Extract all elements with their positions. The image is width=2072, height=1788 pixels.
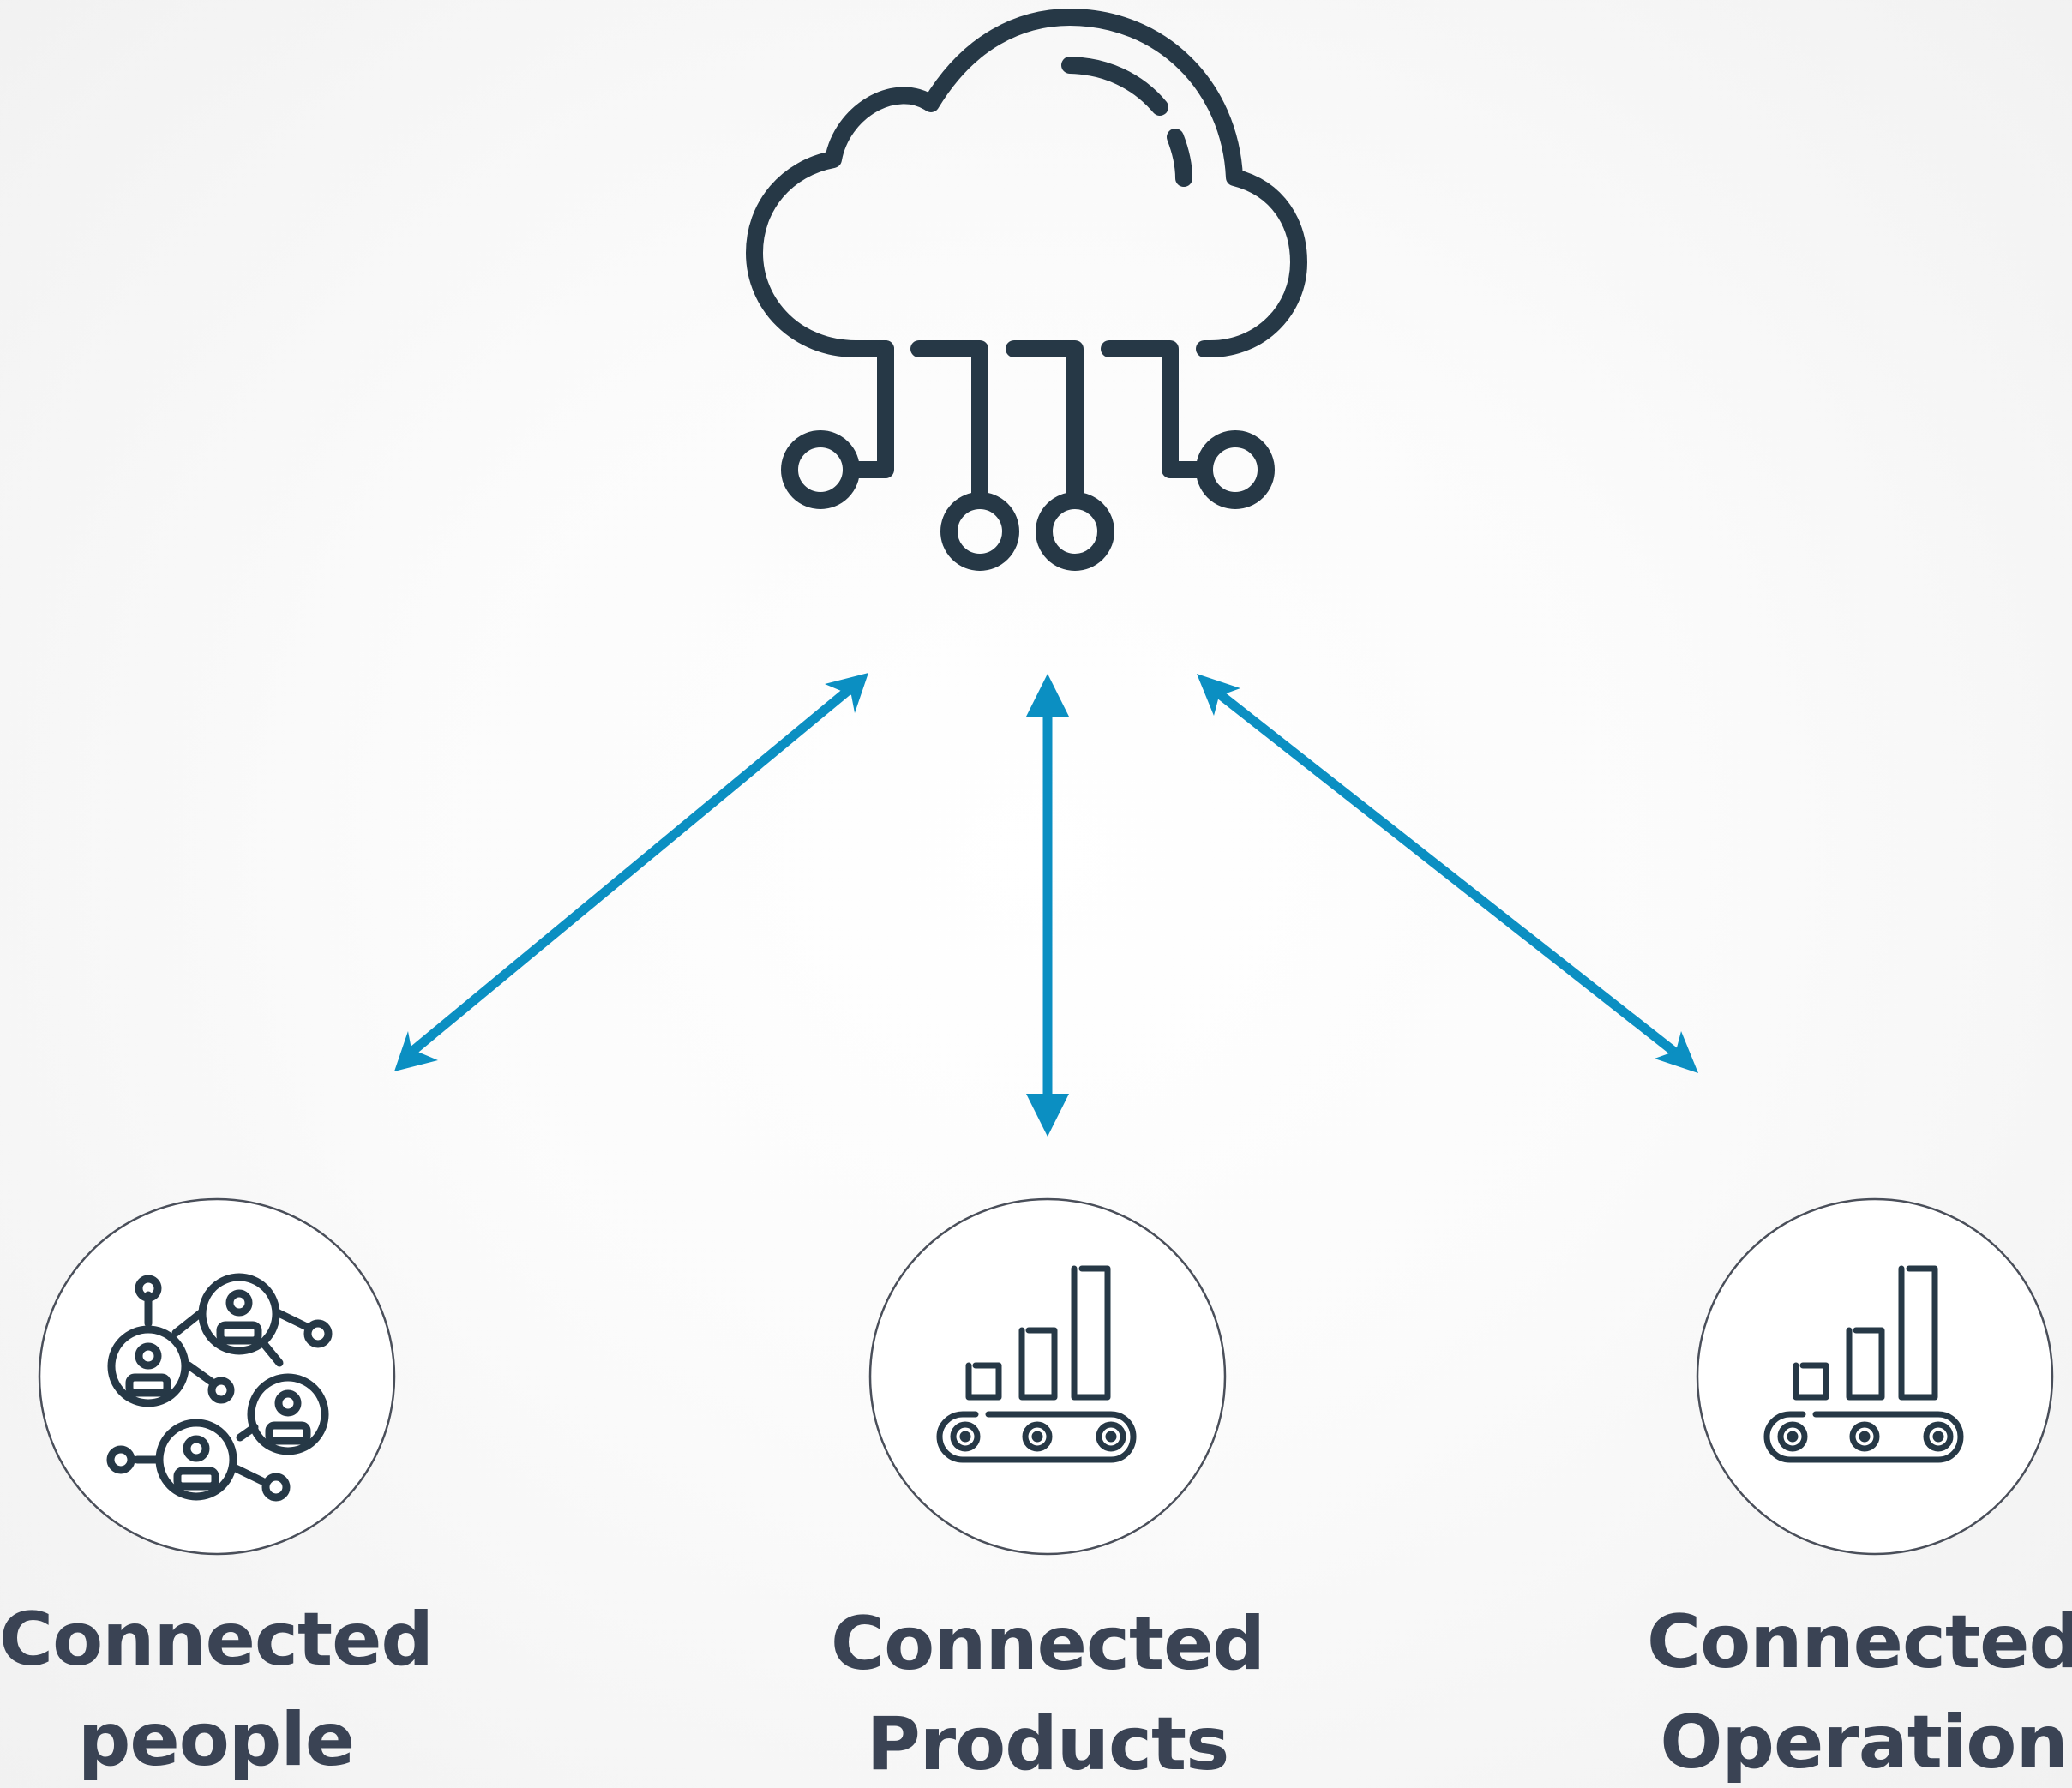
label-line-2: Operation	[1660, 1700, 2068, 1785]
label-line-2: Products	[866, 1701, 1230, 1787]
node-circle	[38, 1197, 396, 1556]
cloud-network-icon	[746, 9, 1307, 571]
connected-people-network-icon	[106, 1273, 333, 1502]
circuit-line-left	[849, 340, 894, 478]
node-connected-products	[868, 1197, 1227, 1556]
circuit-terminal-center-left	[940, 492, 1019, 571]
circuit-terminal-right	[1196, 430, 1275, 509]
connection-arrow-operation	[1197, 674, 1698, 1073]
label-line-1: Connected	[0, 1597, 434, 1683]
connection-arrow-products	[1026, 674, 1069, 1137]
node-label-people: Connected people	[0, 1590, 490, 1788]
conveyor-belt-bar-chart-icon	[1763, 1265, 1964, 1463]
node-circle	[868, 1197, 1227, 1556]
circuit-line-center-right	[1006, 340, 1084, 502]
circuit-terminal-center-right	[1036, 492, 1114, 571]
label-line-2: people	[77, 1697, 355, 1783]
node-connected-operation	[1696, 1197, 2054, 1556]
circuit-line-center-left	[910, 340, 988, 502]
label-line-1: Connected	[1647, 1599, 2072, 1685]
cloud-outline	[746, 9, 1307, 357]
connection-arrows	[394, 673, 1698, 1137]
circuit-line-right	[1101, 340, 1207, 478]
connection-arrow-people	[394, 673, 868, 1071]
cloud-highlight-arc	[1061, 57, 1168, 116]
cloud-highlight-arc-small	[1167, 129, 1192, 187]
node-connected-people	[38, 1197, 396, 1556]
node-circle	[1696, 1197, 2054, 1556]
node-label-operation: Connected Operation	[1589, 1593, 2072, 1788]
conveyor-belt-bar-chart-icon	[936, 1265, 1137, 1463]
circuit-terminal-left	[781, 430, 860, 509]
label-line-1: Connected	[831, 1601, 1265, 1687]
node-label-products: Connected Products	[773, 1594, 1322, 1788]
